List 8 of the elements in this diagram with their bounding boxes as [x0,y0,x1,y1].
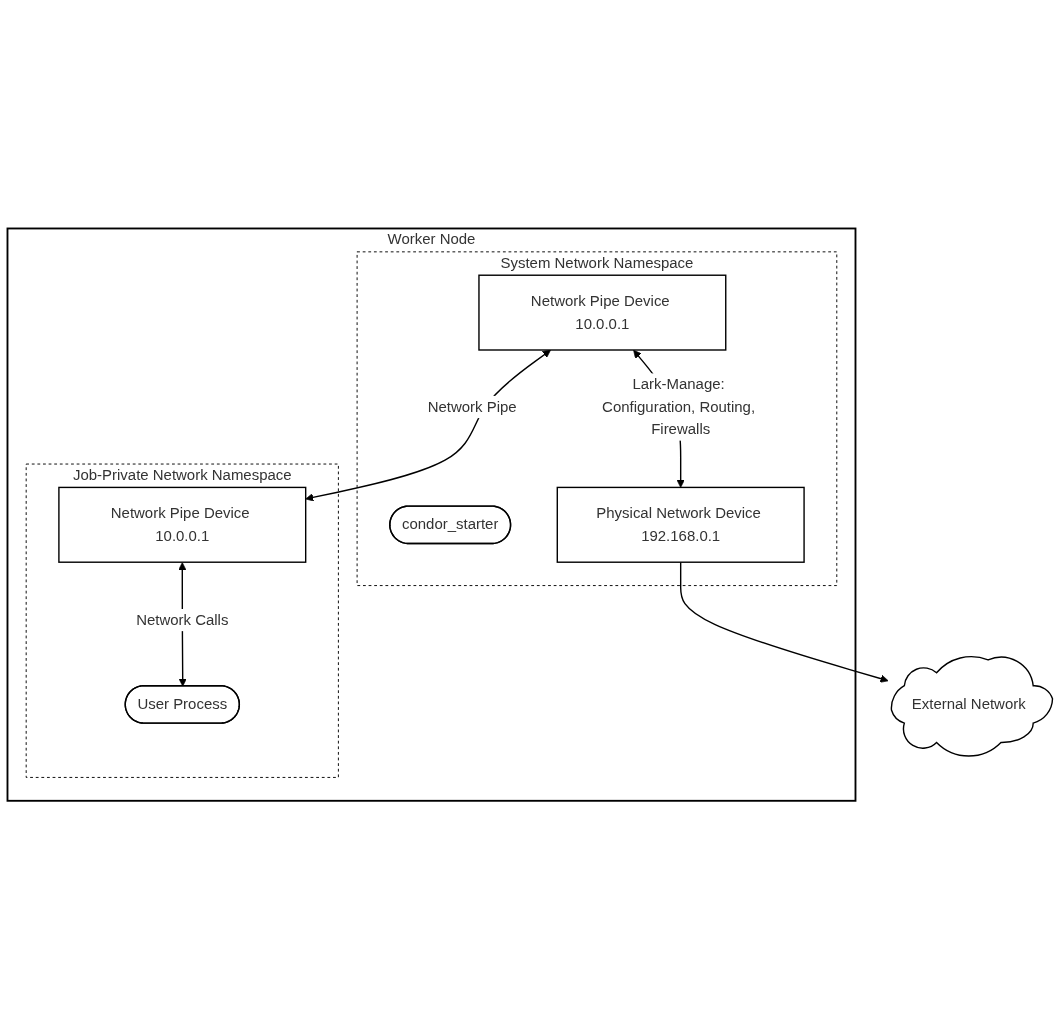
arrow [679,561,889,683]
arrow [305,349,551,502]
edge-label: Lark-Manage: Configuration, Routing, Firewalls [602,376,756,437]
edge-label: Network Calls [136,611,229,628]
node-box: Physical Network Device 192.168.0.1 [556,486,805,563]
node-box: Network Pipe Device 10.0.0.1 [58,486,307,563]
node-box: Network Pipe Device 10.0.0.1 [478,274,727,351]
edge-label: Network Pipe [427,398,517,415]
